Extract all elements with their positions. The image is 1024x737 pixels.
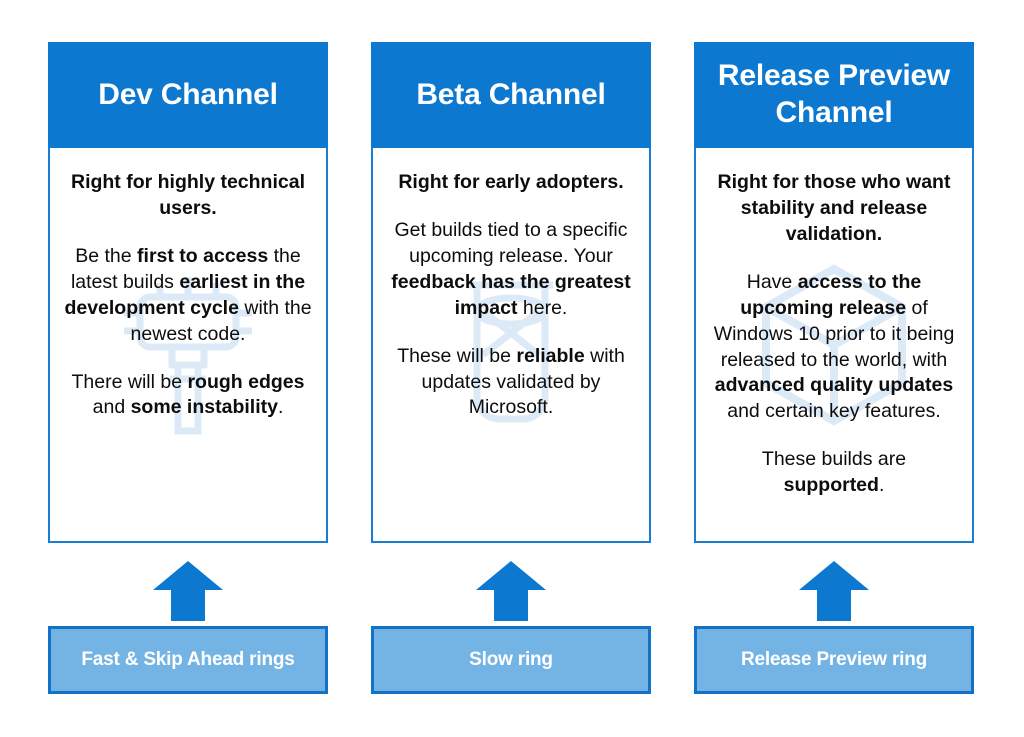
ring-bar-slow: Slow ring (371, 626, 651, 694)
body-text-run: here. (517, 296, 568, 319)
channel-card-dev: Dev Channel Right for highly technical u… (48, 42, 328, 543)
emphasis-text: supported (783, 474, 879, 497)
emphasis-text: Right for those who want stability and r… (717, 171, 951, 245)
channel-title-release-preview: Release Preview Channel (717, 59, 951, 129)
channel-paragraph: Get builds tied to a specific upcoming r… (387, 218, 635, 322)
ring-label-fast-skip-ahead: Fast & Skip Ahead rings (81, 649, 295, 670)
channel-paragraph: Be the first to access the latest builds… (64, 244, 312, 348)
ring-bar-fast-skip-ahead: Fast & Skip Ahead rings (48, 626, 328, 694)
emphasis-text: Right for highly technical users. (70, 171, 305, 219)
channel-body-release-preview: Right for those who want stability and r… (694, 148, 974, 543)
channel-paragraph: Right for early adopters. (387, 170, 635, 196)
channel-title-beta: Beta Channel (416, 77, 606, 111)
channel-paragraph: These builds are supported. (710, 447, 958, 499)
up-arrow-icon-release-preview (799, 561, 869, 621)
channel-header-dev: Dev Channel (48, 42, 328, 148)
body-text-run: the latest builds (70, 244, 301, 293)
channel-card-beta: Beta Channel Right for early adopters. Ge… (371, 42, 651, 543)
channel-paragraph: There will be rough edges and some insta… (64, 370, 312, 422)
body-text-run: Get builds tied to a specific upcoming r… (394, 218, 628, 267)
channel-header-beta: Beta Channel (371, 42, 651, 148)
channel-paragraph: Right for highly technical users. (64, 170, 312, 222)
channel-paragraph: Have access to the upcoming release of W… (710, 270, 958, 426)
emphasis-text: advanced quality updates (714, 374, 954, 397)
body-text-run: Have (746, 270, 798, 293)
emphasis-text: feedback has the greatest impact (391, 270, 631, 319)
body-text-run: There will be (71, 370, 188, 393)
channel-header-release-preview: Release Preview Channel (694, 42, 974, 148)
ring-label-slow: Slow ring (469, 649, 553, 670)
ring-label-release-preview: Release Preview ring (740, 649, 928, 670)
channel-body-dev: Right for highly technical users. Be the … (48, 148, 328, 543)
body-text-run: . (277, 396, 284, 419)
emphasis-text: rough edges (187, 370, 305, 393)
channel-column-release-preview: Release Preview Channel Right for those … (694, 42, 974, 543)
channel-body-beta: Right for early adopters. Get builds tied… (371, 148, 651, 543)
body-text-run: and (92, 396, 131, 419)
body-text-run: These will be (397, 344, 517, 367)
body-text-run: These builds are (761, 448, 907, 471)
channel-text-beta: Right for early adopters. Get builds tied… (387, 170, 635, 421)
emphasis-text: Right for early adopters. (398, 171, 624, 193)
channel-card-release-preview: Release Preview Channel Right for those … (694, 42, 974, 543)
up-arrow-icon-beta (476, 561, 546, 621)
channel-paragraph: Right for those who want stability and r… (710, 170, 958, 248)
channel-text-dev: Right for highly technical users. Be the … (64, 170, 312, 421)
channel-text-release-preview: Right for those who want stability and r… (710, 170, 958, 499)
emphasis-text: reliable (516, 344, 585, 367)
body-text-run: and certain key features. (727, 400, 941, 423)
body-text-run: . (878, 474, 885, 497)
channel-column-dev: Dev Channel Right for highly technical u… (48, 42, 328, 543)
body-text-run: Be the (75, 244, 138, 267)
channel-paragraph: These will be reliable with updates vali… (387, 344, 635, 422)
emphasis-text: some instability (130, 396, 278, 419)
channel-title-dev: Dev Channel (98, 77, 278, 111)
channel-column-beta: Beta Channel Right for early adopters. Ge… (371, 42, 651, 543)
emphasis-text: first to access (137, 244, 269, 267)
ring-bar-release-preview: Release Preview ring (694, 626, 974, 694)
up-arrow-icon-dev (153, 561, 223, 621)
